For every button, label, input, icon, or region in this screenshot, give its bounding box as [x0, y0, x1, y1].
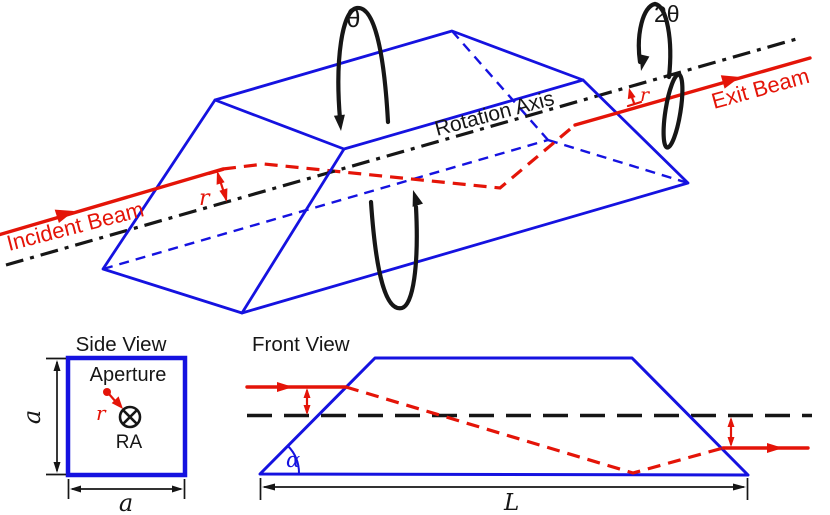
beam-offset-dimension-in: [207, 168, 228, 202]
two-theta-rotation-arrow: [636, 1, 685, 150]
r-out-dim-tick: [626, 100, 643, 108]
prism-bottom-right-edge: [547, 138, 689, 185]
theta-label: θ: [346, 3, 360, 33]
two-theta-label: 2θ: [654, 1, 680, 27]
side-height-arrow-down: [53, 462, 61, 473]
front-prism-trapezoid: [258, 356, 750, 477]
alpha-label: α: [286, 448, 300, 472]
two-theta-arrow-left-arc: [636, 1, 658, 65]
side-height-ticks: [46, 357, 66, 476]
beam-offset-dimension-out: [626, 88, 643, 108]
side-view-title: Side View: [76, 333, 167, 356]
two-theta-arrow-right-arc: [652, 1, 673, 80]
front-offset-dimension-out: [727, 417, 735, 447]
aperture-label: Aperture: [90, 364, 167, 386]
side-width-dimension: [67, 479, 186, 499]
incident-beam-arrowhead: [54, 209, 74, 223]
exit-beam-line: [573, 56, 812, 127]
two-theta-lower-loop: [661, 72, 685, 150]
side-view-r-arrowhead: [111, 396, 123, 409]
rotation-axis-line: [5, 36, 801, 267]
side-width-label: a: [119, 489, 133, 515]
theta-arrowhead: [333, 114, 345, 131]
rotation-axis-label: Rotation Axis: [432, 87, 556, 141]
beam-inside-prism: [222, 123, 577, 190]
front-length-ticks: [259, 478, 749, 500]
front-view-title: Front View: [252, 333, 350, 356]
theta-arrow-curve: [336, 5, 391, 125]
r-in-dim-arrow-down: [219, 188, 228, 202]
front-length-dimension: [259, 478, 749, 500]
front-r-out-arrow-down: [727, 437, 735, 447]
prism-hidden-edges: [102, 30, 689, 271]
rotation-axis-into-page-symbol: [118, 405, 142, 429]
side-height-arrow-up: [53, 360, 61, 371]
alpha-angle-arc: [287, 445, 300, 474]
exit-beam-arrowhead: [720, 75, 740, 89]
ra-label: RA: [116, 432, 143, 453]
front-view: Front View α L: [245, 333, 812, 515]
side-view: Side View Aperture r RA a a: [18, 333, 188, 515]
prism-bottom-far-edge: [102, 138, 549, 271]
dove-prism-3d: [101, 29, 690, 315]
side-height-label: a: [18, 410, 46, 424]
r-out-dim-arrow-up: [627, 88, 636, 100]
mid-rotation-arrow: [368, 190, 423, 311]
incident-beam-line: [0, 167, 225, 237]
front-r-out-arrow-up: [727, 417, 735, 427]
front-incident-arrowhead: [277, 382, 293, 392]
r-in-dim-tick: [207, 168, 225, 176]
front-r-in-arrow-down: [303, 405, 311, 415]
side-width-arrow-right: [172, 485, 183, 493]
incident-beam-label: Incident Beam: [4, 196, 146, 255]
side-height-dimension: [46, 357, 66, 476]
front-length-arrow-right: [733, 483, 746, 491]
side-view-aperture-square: [65, 355, 188, 478]
r-in-dim-arrow-up: [216, 171, 225, 185]
theta-rotation-arrow: [333, 5, 391, 131]
r-in-label: r: [199, 186, 211, 211]
front-length-label: L: [503, 490, 519, 515]
front-internal-beam: [345, 385, 724, 475]
front-length-arrow-left: [262, 483, 275, 491]
front-r-in-arrow-up: [303, 388, 311, 398]
ra-symbol-cross: [122, 409, 138, 425]
front-offset-dimension-in: [303, 388, 311, 415]
prism-top-face: [213, 29, 585, 151]
side-width-arrow-left: [70, 485, 81, 493]
side-width-ticks: [67, 479, 186, 499]
r-out-label: r: [640, 84, 651, 106]
front-exit-arrowhead: [767, 443, 783, 453]
mid-arrow-curve: [368, 199, 419, 311]
two-theta-arrowhead: [639, 54, 650, 71]
mid-arrowhead: [412, 190, 423, 207]
side-view-r-label: r: [96, 401, 107, 425]
ra-symbol-circle: [118, 405, 142, 429]
prism-exit-far-slant-edge: [451, 30, 549, 141]
